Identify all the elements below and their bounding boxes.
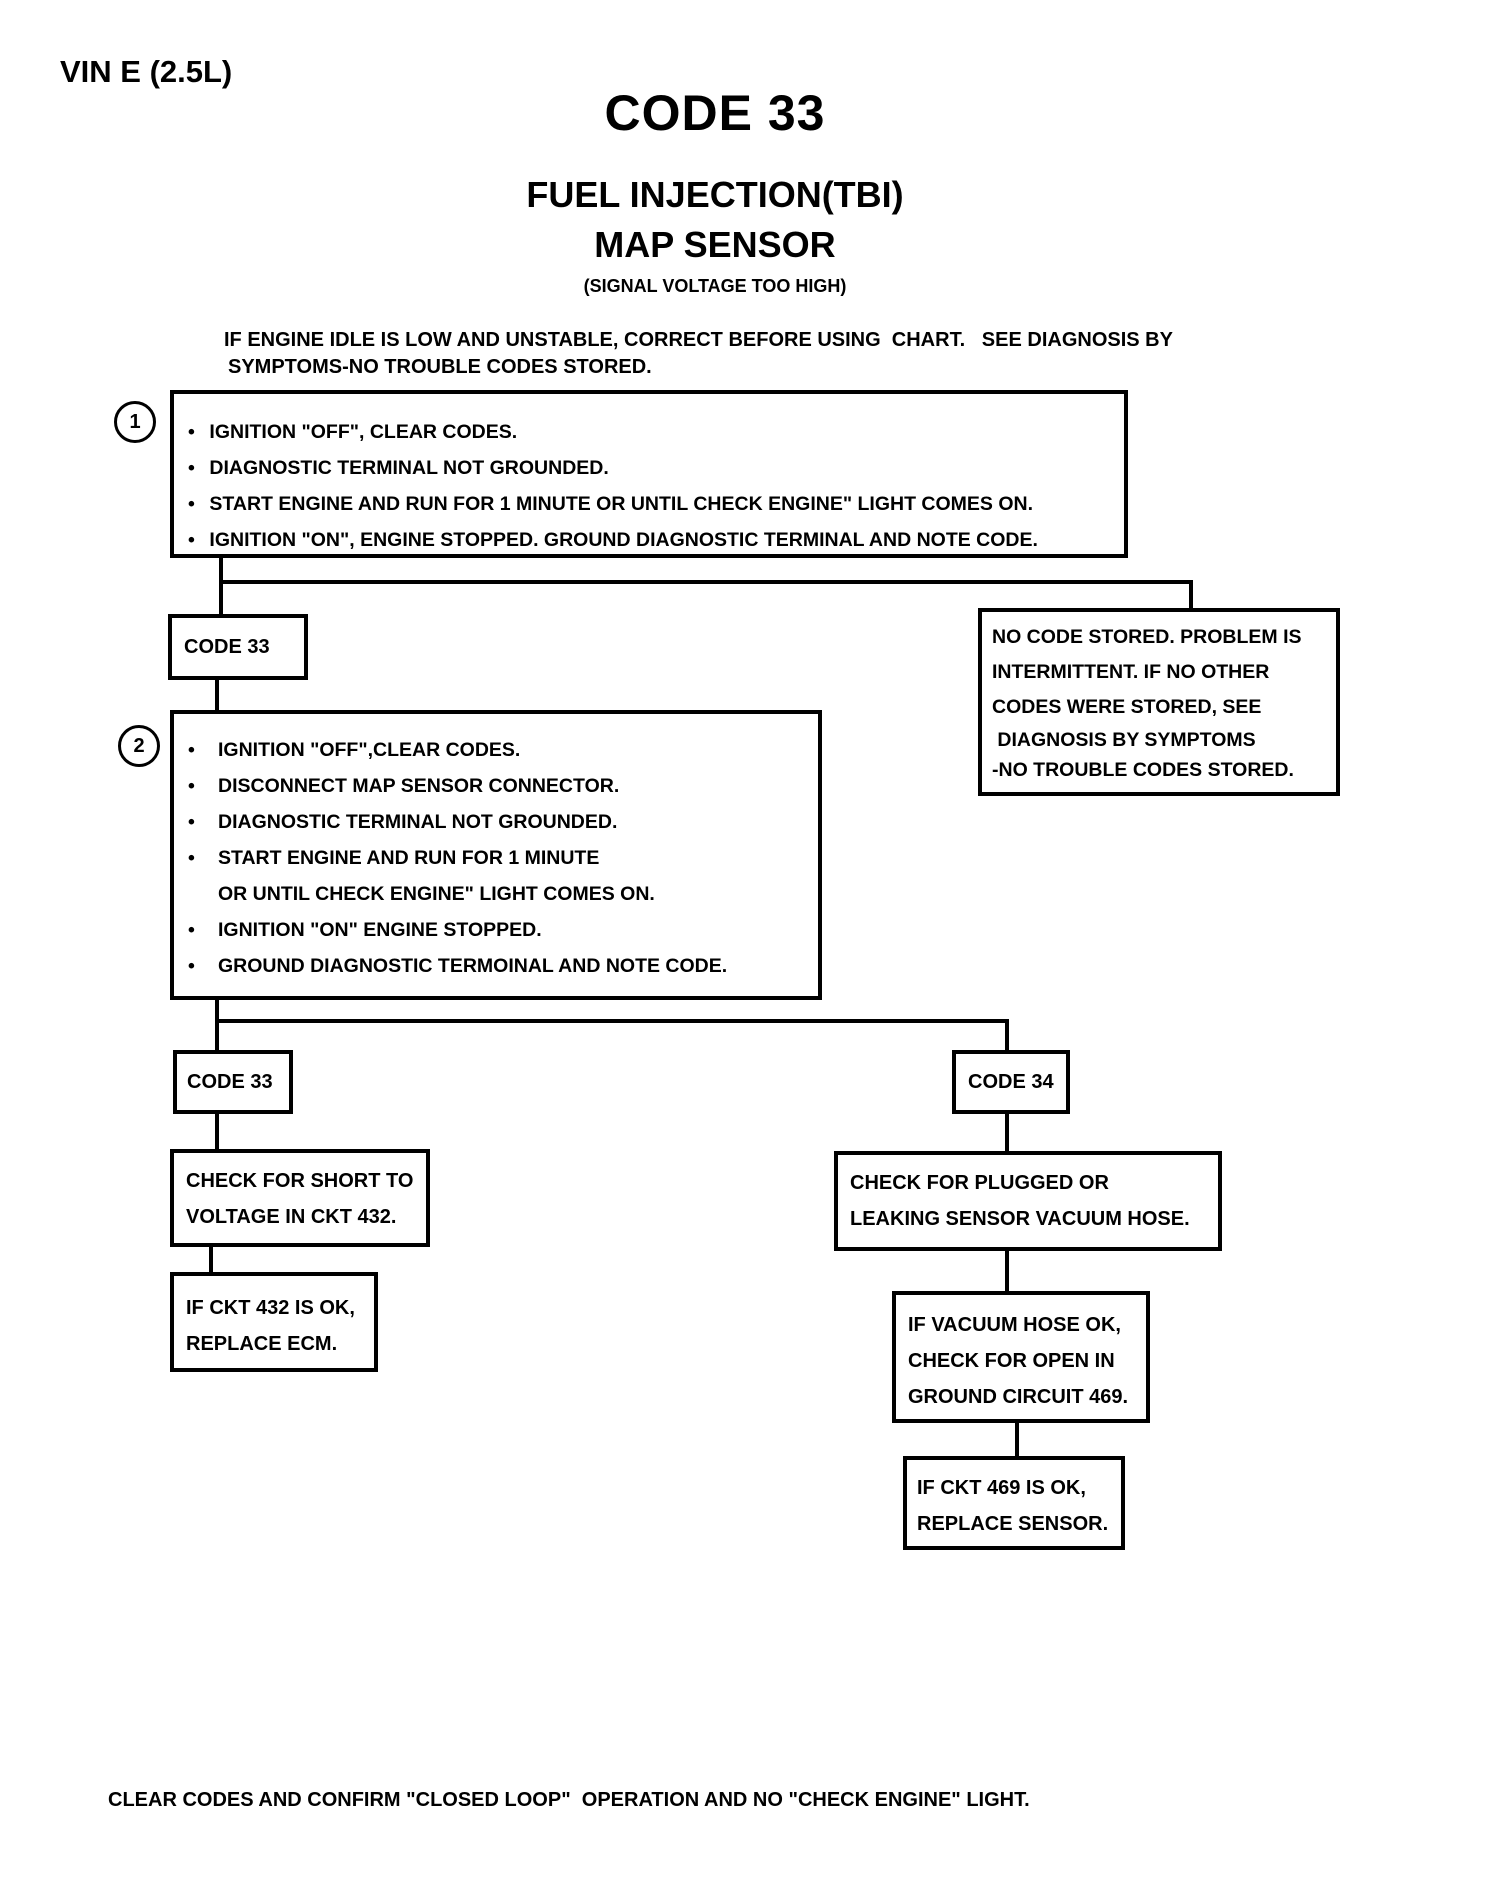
page-title: CODE 33 [604,85,826,141]
box-line: GROUND CIRCUIT 469. [908,1386,1129,1408]
box-line: NO CODE STORED. PROBLEM IS [992,626,1302,648]
condition-subtitle: (SIGNAL VOLTAGE TOO HIGH) [583,276,847,296]
footer-instruction: CLEAR CODES AND CONFIRM "CLOSED LOOP" OP… [108,1789,1030,1811]
connector [219,558,223,618]
connector [1005,1114,1009,1153]
connector [1005,1019,1009,1052]
box-line: IF CKT 469 IS OK, [917,1477,1086,1499]
box-line: CHECK FOR PLUGGED OR [850,1172,1109,1194]
box-line: LEAKING SENSOR VACUUM HOSE. [850,1208,1190,1230]
box-line: DIAGNOSIS BY SYMPTOMS [992,729,1256,751]
step-1-item: • IGNITION "OFF", CLEAR CODES. [188,414,1124,450]
bullet-icon: • [188,955,195,977]
result-code-label: CODE 33 [187,1071,273,1093]
precondition-note-line2: SYMPTOMS-NO TROUBLE CODES STORED. [228,356,652,378]
step-2-box: •IGNITION "OFF",CLEAR CODES. •DISCONNECT… [170,710,822,1000]
step-1-marker: 1 [114,401,156,443]
connector [1015,1423,1019,1458]
box-line: -NO TROUBLE CODES STORED. [992,759,1294,781]
system-title: FUEL INJECTION(TBI) [526,174,904,215]
replace-sensor-box: IF CKT 469 IS OK, REPLACE SENSOR. [903,1456,1125,1550]
connector [215,1114,219,1151]
step-2-item: •IGNITION "ON" ENGINE STOPPED. [188,912,818,948]
step-2-item: •DISCONNECT MAP SENSOR CONNECTOR. [188,768,818,804]
connector [209,1247,213,1274]
precondition-note-line1: IF ENGINE IDLE IS LOW AND UNSTABLE, CORR… [224,329,1173,351]
step-1-box: • IGNITION "OFF", CLEAR CODES. • DIAGNOS… [170,390,1128,558]
bullet-icon: • [188,847,195,869]
connector [219,580,1193,584]
connector [215,680,219,714]
box-line: CODES WERE STORED, SEE [992,696,1262,718]
bullet-icon: • [188,775,195,797]
bullet-icon: • [188,811,195,833]
bullet-icon: • [188,421,195,443]
box-line: REPLACE SENSOR. [917,1513,1109,1535]
result-code-33-box: CODE 33 [168,614,308,680]
step-2-marker: 2 [118,725,160,767]
replace-ecm-box: IF CKT 432 IS OK, REPLACE ECM. [170,1272,378,1372]
box-line: REPLACE ECM. [186,1333,338,1355]
bullet-icon: • [188,457,195,479]
result-code-34-box: CODE 34 [952,1050,1070,1114]
bullet-icon: • [188,739,195,761]
box-line: IF VACUUM HOSE OK, [908,1314,1121,1336]
step-2-item: •GROUND DIAGNOSTIC TERMOINAL AND NOTE CO… [188,948,818,984]
box-line: CHECK FOR OPEN IN [908,1350,1115,1372]
check-short-box: CHECK FOR SHORT TO VOLTAGE IN CKT 432. [170,1149,430,1247]
step-2-item: •DIAGNOSTIC TERMINAL NOT GROUNDED. [188,804,818,840]
no-code-stored-box: NO CODE STORED. PROBLEM IS INTERMITTENT.… [978,608,1340,796]
box-line: CHECK FOR SHORT TO [186,1170,414,1192]
step-1-item: • START ENGINE AND RUN FOR 1 MINUTE OR U… [188,486,1124,522]
step-2-item: •IGNITION "OFF",CLEAR CODES. [188,732,818,768]
result-code-label: CODE 34 [968,1071,1054,1093]
result-code-33-box: CODE 33 [173,1050,293,1114]
box-line: IF CKT 432 IS OK, [186,1297,355,1319]
connector [215,1000,219,1054]
sensor-title: MAP SENSOR [594,224,836,265]
box-line: VOLTAGE IN CKT 432. [186,1206,397,1228]
step-1-item: • DIAGNOSTIC TERMINAL NOT GROUNDED. [188,450,1124,486]
step-2-item: •START ENGINE AND RUN FOR 1 MINUTE [188,840,818,876]
step-2-item-continued: OR UNTIL CHECK ENGINE" LIGHT COMES ON. [218,883,655,905]
box-line: INTERMITTENT. IF NO OTHER [992,661,1270,683]
bullet-icon: • [188,919,195,941]
vin-label: VIN E (2.5L) [60,54,233,89]
check-vacuum-hose-box: CHECK FOR PLUGGED OR LEAKING SENSOR VACU… [834,1151,1222,1251]
result-code-label: CODE 33 [184,636,270,658]
connector [215,1019,1009,1023]
connector [1005,1251,1009,1293]
connector [1189,580,1193,608]
step-1-item: • IGNITION "ON", ENGINE STOPPED. GROUND … [188,522,1124,558]
check-ground-circuit-box: IF VACUUM HOSE OK, CHECK FOR OPEN IN GRO… [892,1291,1150,1423]
bullet-icon: • [188,529,195,551]
bullet-icon: • [188,493,195,515]
